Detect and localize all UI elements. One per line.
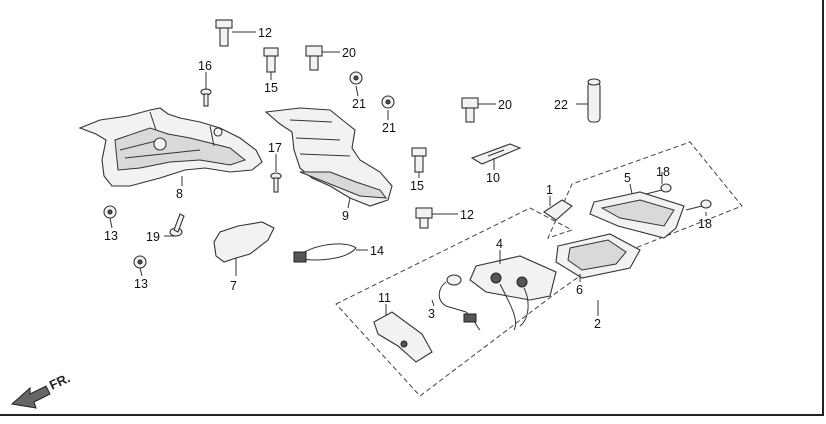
nut-13-b	[133, 255, 147, 269]
label-8: 8	[176, 187, 183, 201]
bolt-12-bottom	[415, 207, 433, 229]
label-7: 7	[230, 279, 237, 293]
part-14-clip	[293, 243, 357, 263]
screw-17	[270, 172, 282, 193]
label-16: 16	[198, 59, 212, 73]
label-15-b: 15	[410, 179, 424, 193]
label-13-b: 13	[134, 277, 148, 291]
label-1: 1	[546, 183, 553, 197]
part-3-bulb	[438, 274, 481, 331]
screw-18-b	[685, 199, 712, 211]
label-5: 5	[624, 171, 631, 185]
label-20-b: 20	[498, 98, 512, 112]
leader-lines	[109, 31, 707, 316]
screw-19	[169, 213, 185, 237]
screw-18-a	[645, 183, 672, 195]
label-12-top: 12	[258, 26, 272, 40]
label-9: 9	[342, 209, 349, 223]
label-11: 11	[378, 291, 391, 305]
label-20-a: 20	[342, 46, 356, 60]
label-6: 6	[576, 283, 583, 297]
part-22-rod	[587, 78, 601, 123]
label-14: 14	[370, 244, 384, 258]
nut-13-a	[103, 205, 117, 219]
label-22: 22	[554, 98, 568, 112]
assembly-group-box	[335, 141, 743, 397]
part-1-bulb	[543, 199, 573, 221]
part-4-lamp-socket	[469, 255, 557, 331]
label-4: 4	[496, 237, 503, 251]
bolt-20-b	[461, 97, 479, 123]
label-19: 19	[146, 230, 160, 244]
diagram-frame	[0, 0, 824, 416]
part-5-housing	[589, 191, 685, 239]
part-7-cover	[213, 221, 275, 263]
label-17: 17	[268, 141, 282, 155]
label-3: 3	[428, 307, 435, 321]
label-21-b: 21	[382, 121, 396, 135]
screw-16	[200, 88, 212, 107]
front-direction-arrow: FR.	[10, 370, 72, 409]
label-13-a: 13	[104, 229, 118, 243]
part-9-fender	[264, 107, 393, 207]
bolt-15-b	[411, 147, 427, 173]
label-2: 2	[594, 317, 601, 331]
part-10-plate	[470, 143, 522, 165]
nut-21-a	[349, 71, 363, 85]
label-10: 10	[486, 171, 500, 185]
part-8-bracket	[78, 107, 263, 187]
label-18-b: 18	[698, 217, 712, 231]
nut-21-b	[381, 95, 395, 109]
label-21-a: 21	[352, 97, 366, 111]
bolt-12-top	[215, 19, 233, 47]
bolt-20-a	[305, 45, 323, 71]
label-18-a: 18	[656, 165, 670, 179]
label-12-bottom: 12	[460, 208, 474, 222]
front-direction-label: FR.	[47, 370, 72, 392]
bolt-15-a	[263, 47, 279, 73]
part-11-bracket	[373, 311, 433, 363]
label-15-a: 15	[264, 81, 278, 95]
